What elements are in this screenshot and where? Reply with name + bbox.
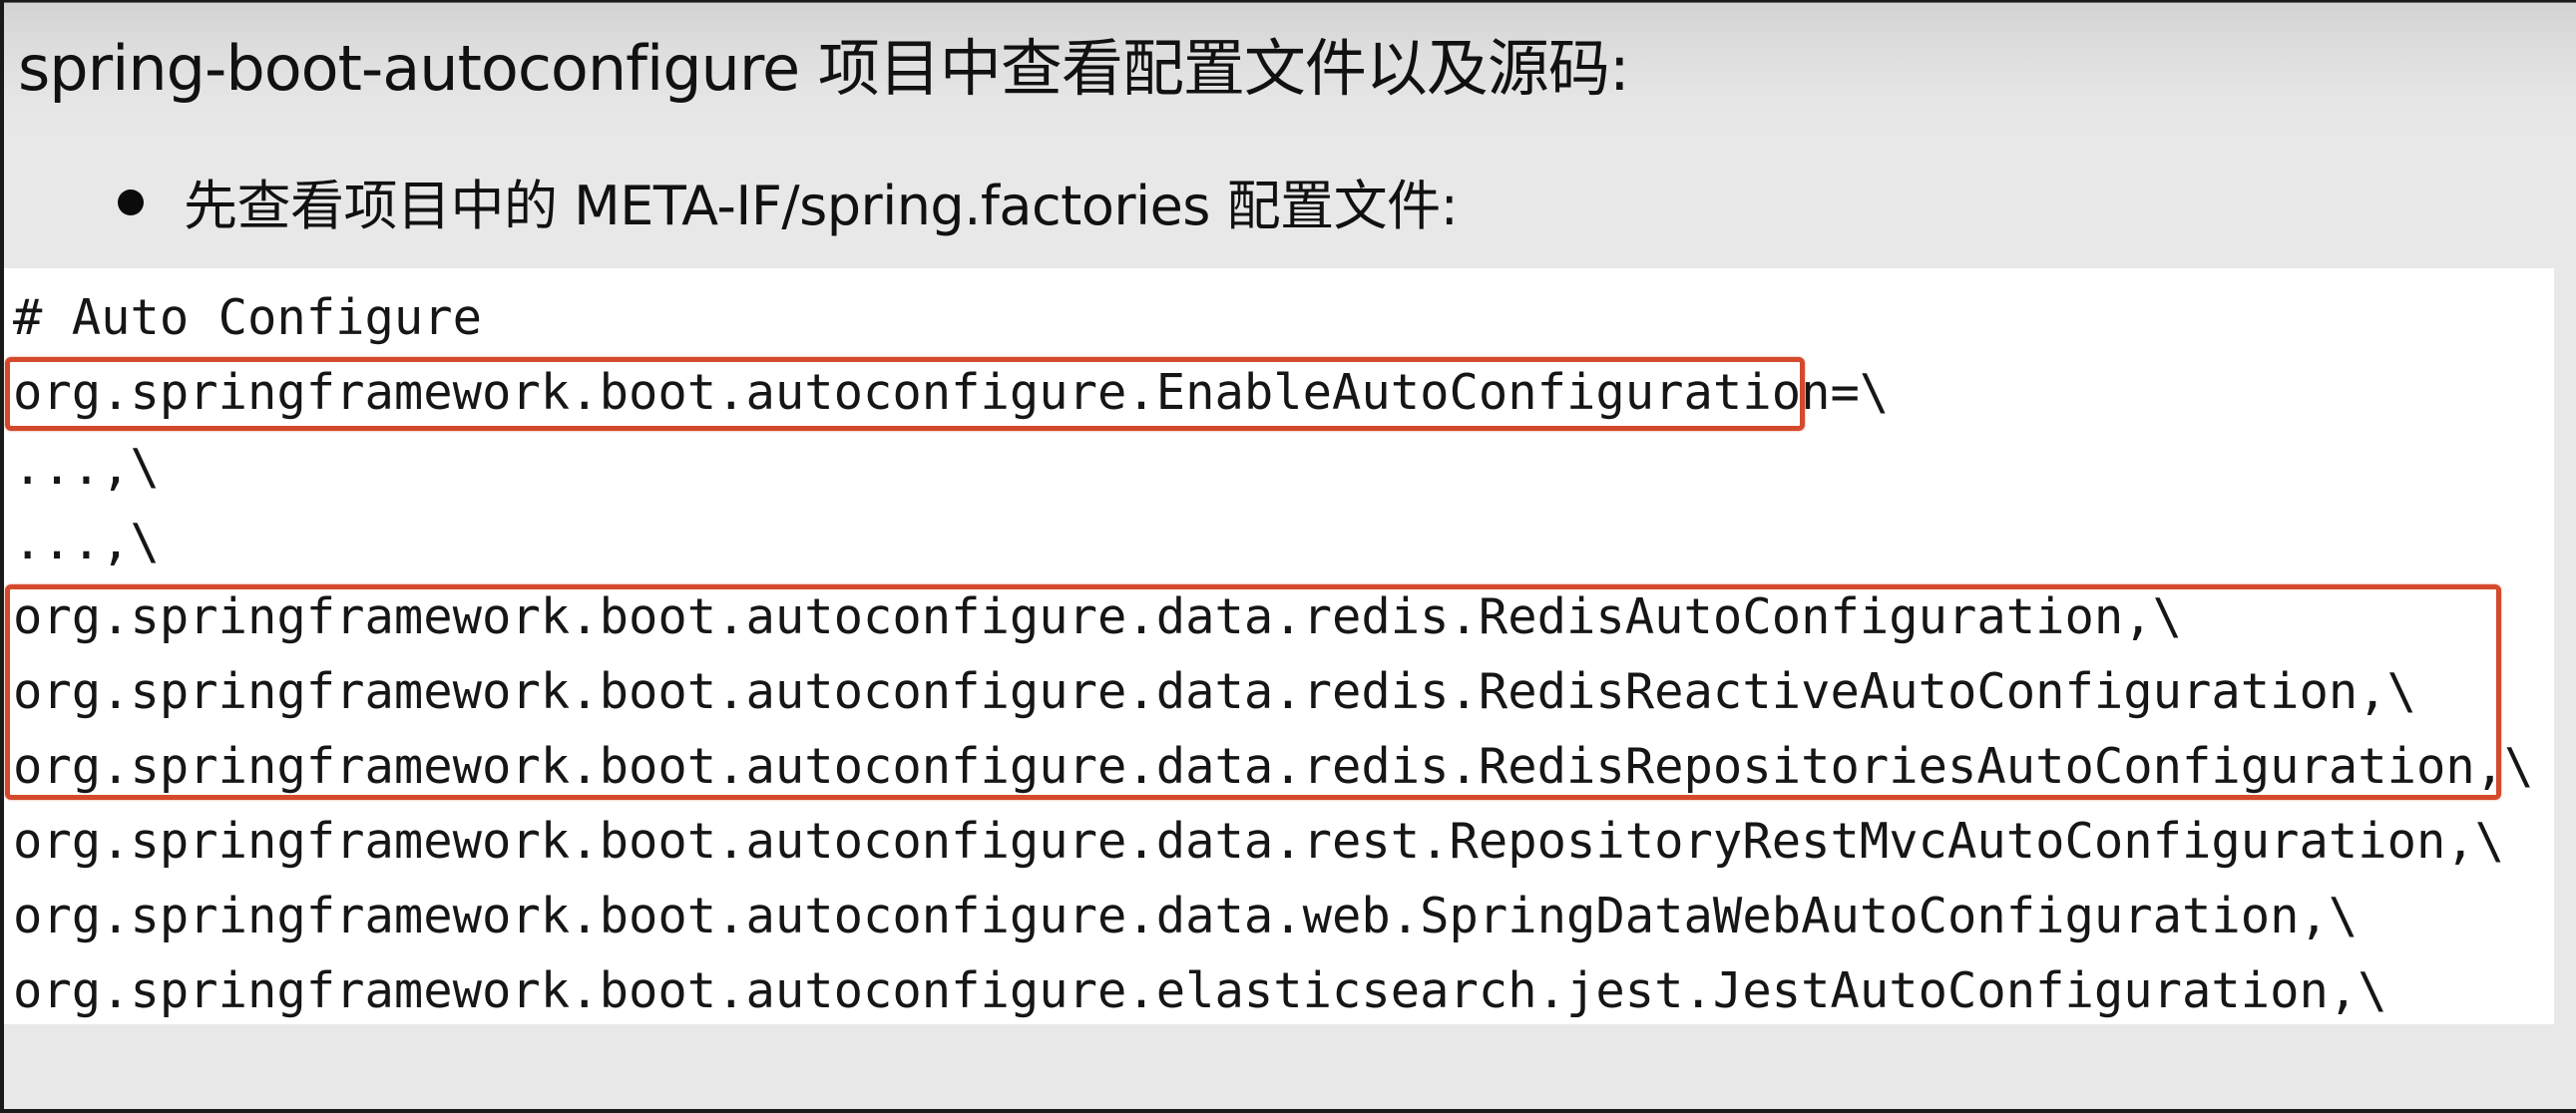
bullet-item: 先查看项目中的 META-IF/spring.factories 配置文件: [118,163,1459,238]
slide: spring-boot-autoconfigure 项目中查看配置文件以及源码:… [4,2,2576,1109]
code-line: org.springframework.boot.autoconfigure.d… [13,813,2505,870]
code-line-comment: # Auto Configure [13,289,483,346]
code-line: org.springframework.boot.autoconfigure.d… [13,588,2182,645]
slide-title: spring-boot-autoconfigure 项目中查看配置文件以及源码: [18,32,1630,105]
code-line: ...,\ [13,514,160,570]
code-line: org.springframework.boot.autoconfigure.d… [13,663,2417,720]
bullet-dot-icon [118,189,144,215]
code-block: # Auto Configure org.springframework.boo… [4,268,2554,1024]
highlight-box-enable-auto-configuration [5,357,1805,431]
code-line: org.springframework.boot.autoconfigure.d… [13,738,2534,795]
bullet-text: 先查看项目中的 META-IF/spring.factories 配置文件: [184,174,1459,237]
highlight-box-redis-configurations [5,584,2501,800]
code-line: ...,\ [13,439,160,496]
code-line: org.springframework.boot.autoconfigure.e… [13,962,2387,1019]
code-line: org.springframework.boot.autoconfigure.d… [13,888,2359,944]
code-line: org.springframework.boot.autoconfigure.E… [13,364,1890,421]
